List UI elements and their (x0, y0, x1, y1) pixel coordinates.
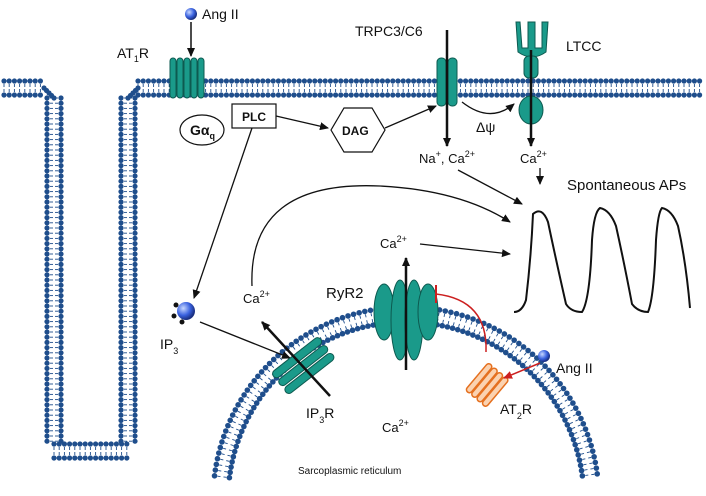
na-ca-to-ap-arrow (457, 169, 523, 205)
ang-ii-right-label: Ang II (556, 360, 593, 376)
ip3r-label: IP3R (306, 405, 334, 425)
at2r-inhibition-line (435, 293, 487, 353)
ip3-to-ip3r-arrow (199, 321, 291, 359)
at2r-receptor (465, 362, 509, 407)
ca-ltcc-label: Ca2+ (520, 149, 547, 166)
ip3-label: IP3 (160, 336, 178, 356)
dag-hexagon (330, 107, 386, 153)
ltcc-channel (515, 21, 549, 147)
ca-ryr-to-ap-arrow (419, 243, 511, 258)
ap-trace (513, 206, 691, 314)
sr-label: Sarcoplasmic reticulum (298, 466, 401, 477)
plc-to-dag-arrow (275, 115, 329, 131)
trpc-label: TRPC3/C6 (355, 23, 423, 39)
ca-left-to-ap-arrow (251, 185, 511, 287)
ip3-molecule-icon (171, 302, 195, 325)
at1r-label: AT1R (117, 45, 149, 64)
ltcc-label: LTCC (566, 38, 602, 54)
delta-psi-label: Δψ (476, 119, 495, 135)
plc-to-ip3-arrow (192, 127, 253, 299)
dag-to-trpc-arrow (384, 105, 437, 129)
plc-label: PLC (242, 110, 266, 124)
ryr2-channel (373, 257, 439, 370)
ang-ii-to-at2r-arrow (503, 362, 541, 379)
ang-ii-top-label: Ang II (202, 6, 239, 22)
dag-label: DAG (342, 124, 369, 138)
ca-left-label: Ca2+ (243, 289, 270, 306)
ang-ii-ligand-top-icon (185, 8, 197, 20)
plasma-membrane (1, 78, 703, 461)
spont-aps-label: Spontaneous APs (567, 177, 686, 194)
ang-ii-ligand-right-icon (538, 350, 550, 362)
at1r-receptor (169, 57, 205, 99)
ip3r-ca-release-arrow (261, 321, 331, 397)
delta-psi-arrow (461, 101, 515, 115)
gaq-label: Gαq (190, 122, 215, 141)
ca-sr-label: Ca2+ (382, 418, 409, 435)
at2r-label: AT2R (500, 401, 532, 421)
gaq-protein (179, 114, 225, 146)
plc-box (231, 103, 277, 129)
na-ca-label: Na+, Ca2+ (419, 149, 475, 166)
ryr2-label: RyR2 (326, 285, 364, 302)
ca-ryr-label: Ca2+ (380, 234, 407, 251)
trpc-channel (436, 30, 458, 147)
